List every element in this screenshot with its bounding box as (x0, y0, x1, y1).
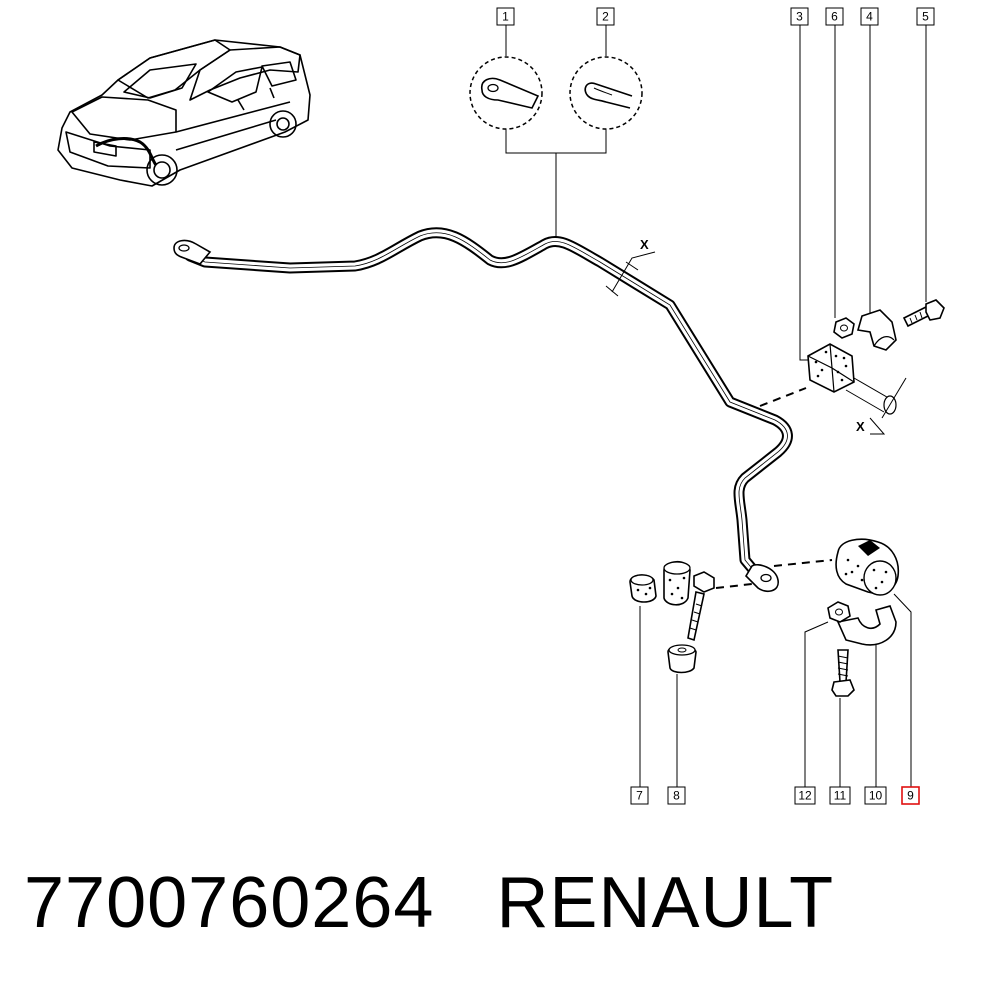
callout-4: 4 (860, 7, 879, 26)
part-number: 7700760264 (24, 863, 435, 943)
svg-text:3: 3 (796, 10, 803, 24)
svg-text:5: 5 (922, 10, 929, 24)
car-icon (57, 39, 311, 187)
callout-2: 2 (596, 7, 615, 26)
callout-1: 1 (496, 7, 515, 26)
callout-12: 12 (794, 786, 816, 805)
svg-text:7: 7 (636, 789, 643, 803)
callout-11: 11 (829, 786, 851, 805)
assembly-line-bush-lower (773, 559, 833, 567)
callout-8: 8 (667, 786, 686, 805)
callout-9[interactable]: 9 (901, 786, 920, 805)
lower-nut (827, 601, 851, 623)
lower-clamp (836, 605, 897, 646)
lower-bolt (831, 649, 855, 697)
svg-text:6: 6 (831, 10, 838, 24)
svg-text:10: 10 (869, 789, 883, 803)
svg-text:4: 4 (866, 10, 873, 24)
bar-end-hook-detail-icon (569, 56, 643, 130)
link-bush-large (663, 560, 691, 606)
brand-name: RENAULT (496, 863, 835, 943)
callout-3: 3 (790, 7, 809, 26)
assembly-line-bush-upper (759, 387, 807, 407)
callout-6: 6 (825, 7, 844, 26)
svg-text:11: 11 (834, 789, 847, 803)
upper-bolt (902, 299, 945, 328)
upper-nut (833, 317, 855, 339)
callout-10: 10 (864, 786, 887, 805)
callout-5: 5 (916, 7, 935, 26)
svg-text:2: 2 (602, 10, 609, 24)
part-caption: 7700760264 RENAULT (24, 862, 834, 944)
anti-roll-bar (173, 227, 793, 593)
svg-text:8: 8 (673, 789, 680, 803)
lower-bush (835, 538, 900, 596)
assembly-line-link (715, 583, 753, 589)
dimension-label-upper: X (640, 237, 649, 252)
upper-clamp (856, 309, 897, 351)
svg-text:9: 9 (907, 789, 914, 803)
dimension-x-upper: X (605, 237, 656, 297)
dimension-label-lower: X (856, 419, 865, 434)
upper-bush: X (807, 343, 907, 435)
svg-text:1: 1 (502, 10, 509, 24)
link-nut (667, 644, 697, 674)
bar-end-eye-detail-icon (469, 56, 543, 130)
link-bush-small (629, 574, 657, 603)
link-bolt (687, 571, 715, 642)
svg-text:12: 12 (798, 789, 812, 803)
callout-7: 7 (630, 786, 649, 805)
